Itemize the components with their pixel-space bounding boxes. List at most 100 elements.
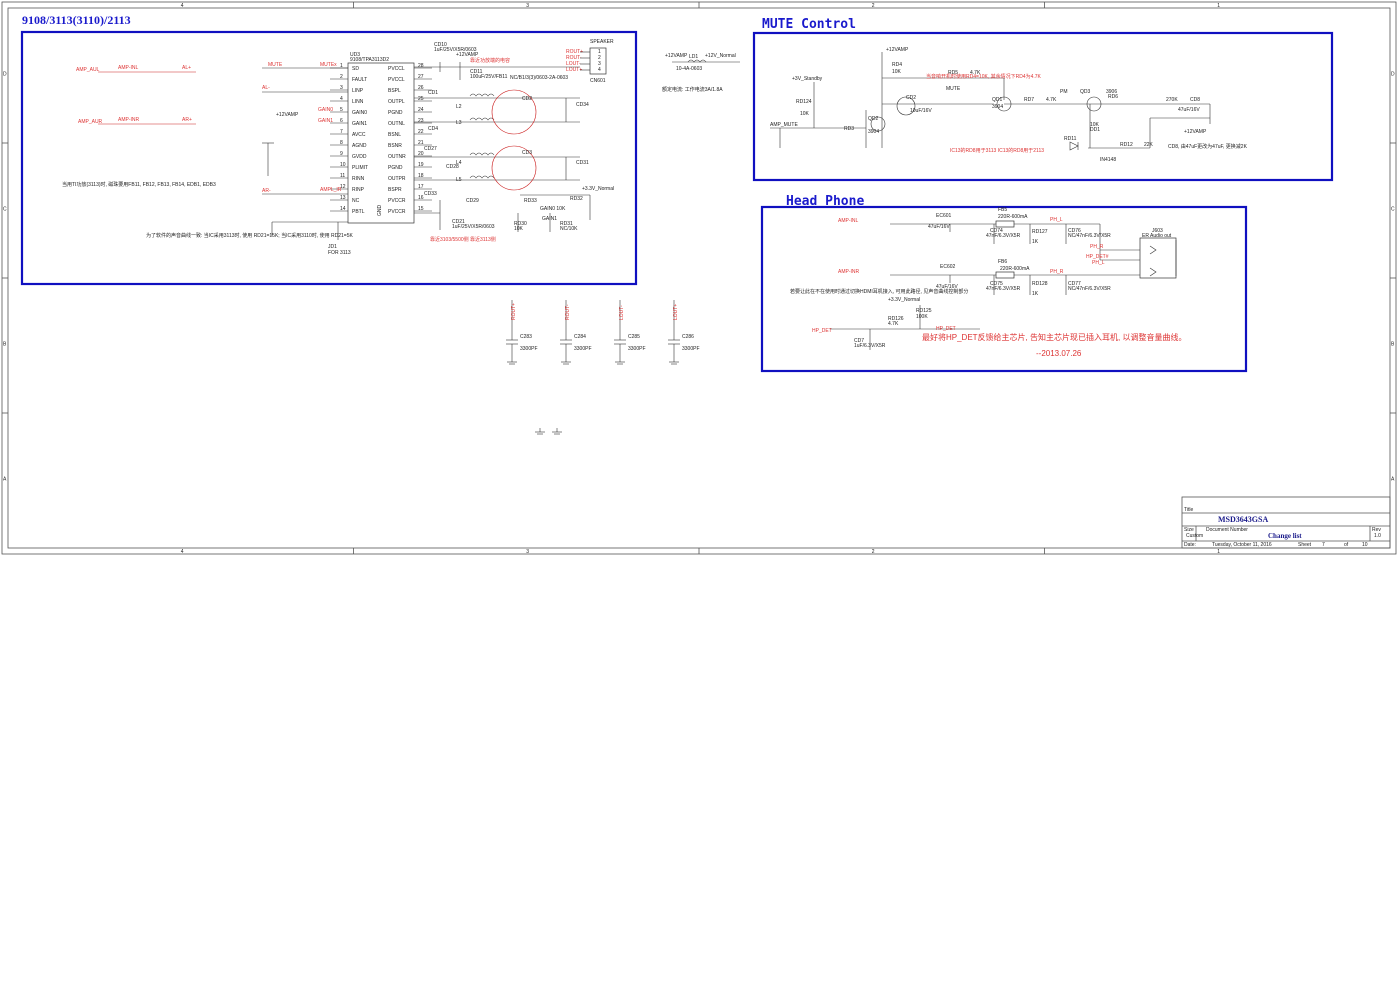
border-col-3: 3 (526, 3, 529, 9)
hp-label: 1K (1032, 239, 1039, 245)
amp-input-wiring: AMP_AUL AMP-INL AL+ AMP_AUR AMP-INR AR+ … (76, 62, 348, 236)
speaker-pin-num: 2 (598, 55, 601, 61)
amp-ic-ref: UD3 (350, 52, 360, 58)
border-col-bottom-2: 2 (872, 549, 875, 555)
mute-label: AMP_MUTE (770, 122, 798, 128)
hp-label: HP_DET (812, 328, 832, 334)
pin-right-name: BSPL (388, 88, 401, 94)
headphone-component-labels: AMP-INLEC60147uF/16VFB5220R-600mACD7447n… (812, 207, 1172, 349)
net-amp-aur: AMP_AUR (78, 119, 103, 125)
power-net-a: +12VAMP (665, 53, 688, 59)
jd1-value: FOR 3113 (328, 250, 351, 256)
title-block-sheet: 7 (1322, 542, 1325, 548)
mute-label: CD2 (906, 95, 916, 101)
mute-section-title: MUTE Control (762, 17, 856, 32)
mute-note-ic13: IC13的RD8用于3113 IC13的RD8用于2113 (950, 147, 1044, 154)
pin-right-name: OUTPL (388, 99, 405, 105)
hp-label: 1uF/6.3V/X5R (854, 343, 886, 349)
pin-right-num: 27 (418, 74, 424, 80)
net-amp-aul: AMP_AUL (76, 67, 100, 73)
amp-label: 1uF/25V/X5R/0603 (434, 47, 477, 53)
cap-ref: C286 (682, 334, 694, 340)
amp-ic-pins: SD1FAULT2LINP3LINN4GAIN05GAIN16AVCC7AGND… (330, 63, 432, 215)
pin-left-name: LINP (352, 88, 364, 94)
pin-right-name: PVCCR (388, 198, 406, 204)
pin-right-num: 25 (418, 96, 424, 102)
mute-label: RD12 (1120, 142, 1133, 148)
power-ref: LD1 (689, 54, 698, 60)
pin-left-num: 7 (340, 129, 343, 135)
mute-label: 10K (892, 69, 902, 75)
headphone-section-box (760, 205, 1248, 373)
cap-net: LOUT+ (673, 304, 679, 320)
amp-note-placement: 靠近3103/5500侧 靠近3113侧 (430, 236, 496, 243)
amp-label: CD33 (424, 191, 437, 197)
hp-label: RD127 (1032, 229, 1048, 235)
pin-left-name: RINN (352, 176, 365, 182)
amp-note-software-curve: 为了软件的声音曲线一致: 当IC采用3113时, 使用 RD21=15K; 当I… (146, 232, 353, 239)
pin-right-num: 23 (418, 118, 424, 124)
mute-label: 22K (1144, 142, 1154, 148)
net-al-plus: AL+ (182, 65, 191, 71)
cap-ref: C285 (628, 334, 640, 340)
pin-right-name: OUTNL (388, 121, 405, 127)
pin-right-num: 26 (418, 85, 424, 91)
border-row-right-A: A (1391, 477, 1395, 483)
cap-net: ROUT+ (511, 303, 517, 320)
cap-value: 3300PF (682, 346, 700, 352)
cap-net: LOUT- (619, 305, 625, 320)
hp-label: NC/47nF/6.3V/X5R (1068, 233, 1111, 239)
speaker-pin-num: 3 (598, 61, 601, 67)
amp-label: CD4 (428, 126, 438, 132)
hp-label: EC601 (936, 213, 952, 219)
pin-left-name: GAIN1 (352, 121, 367, 127)
pin-left-num: 2 (340, 74, 343, 80)
net-amp-inl: AMP-INL (118, 65, 139, 71)
amp-label: 100uF/25V/FB11 (470, 74, 508, 80)
hp-label: PH_R (1090, 244, 1104, 250)
border-row-D: D (3, 72, 7, 78)
mute-label: RD5 (948, 70, 958, 76)
pin-left-num: 10 (340, 162, 346, 168)
amp-label: CD34 (576, 102, 589, 108)
pin-right-name: PGND (388, 110, 403, 116)
hp-note-path: 若要让此在不在使用时通过切换HDMI耳机接入, 可用此路径, 见声音曲线控制部分 (790, 288, 968, 295)
title-block-docnum: Change list (1268, 532, 1302, 540)
pin-left-num: 14 (340, 206, 346, 212)
amp-note-cap: 靠近功放端的电容 (470, 57, 510, 64)
hp-label: FB5 (998, 207, 1007, 213)
mute-label: IN4148 (1100, 157, 1116, 163)
pin-left-num: 6 (340, 118, 343, 124)
hp-label: HP_DET# (1086, 254, 1109, 260)
pin-left-name: NC (352, 198, 360, 204)
amp-component-labels: CD101uF/25V/X5R/0603+12VAMPCD11100uF/25V… (424, 42, 614, 232)
jd1-jumper: JD1 FOR 3113 (328, 222, 351, 256)
pin-right-num: 22 (418, 129, 424, 135)
mute-label: RD3 (844, 126, 854, 132)
pin-left-name: PBTL (352, 209, 365, 215)
amp-label: L4 (456, 160, 462, 166)
mute-label: +12VAMP (886, 47, 909, 53)
hp-label: 47uF/16V (936, 284, 958, 290)
title-block-of-label: of (1344, 542, 1349, 548)
amp-label: CD11 (470, 69, 483, 75)
mute-label: DD1 (1090, 127, 1100, 133)
amp-label: CD31 (576, 160, 589, 166)
hp-label: NC/47nF/6.3V/X5R (1068, 286, 1111, 292)
net-ampl-ir: AMPL_IR (320, 187, 342, 193)
cap-net: ROUT- (565, 304, 571, 320)
mute-note-rd4: 当音响开机时使用RD4=10K, 其余情况下RD4为4.7K (926, 73, 1042, 80)
pin-left-name: LINN (352, 99, 364, 105)
pin-right-name: PVCCL (388, 77, 405, 83)
title-block-rev-label: Rev (1372, 527, 1381, 533)
border-col-1: 1 (1217, 3, 1220, 9)
mute-label: +12VAMP (1184, 129, 1207, 135)
power-ferrite: +12VAMP LD1 +12V_Normal 10-4A-0603 额定电流:… (662, 53, 740, 93)
hp-label: CD7 (854, 338, 864, 344)
amp-section-title: 9108/3113(3110)/2113 (22, 13, 131, 27)
mute-label: 10uF/16V (910, 108, 932, 114)
pin-right-name: BSNL (388, 132, 401, 138)
title-block: Title MSD3643GSA Size Custom Document Nu… (1181, 496, 1391, 549)
